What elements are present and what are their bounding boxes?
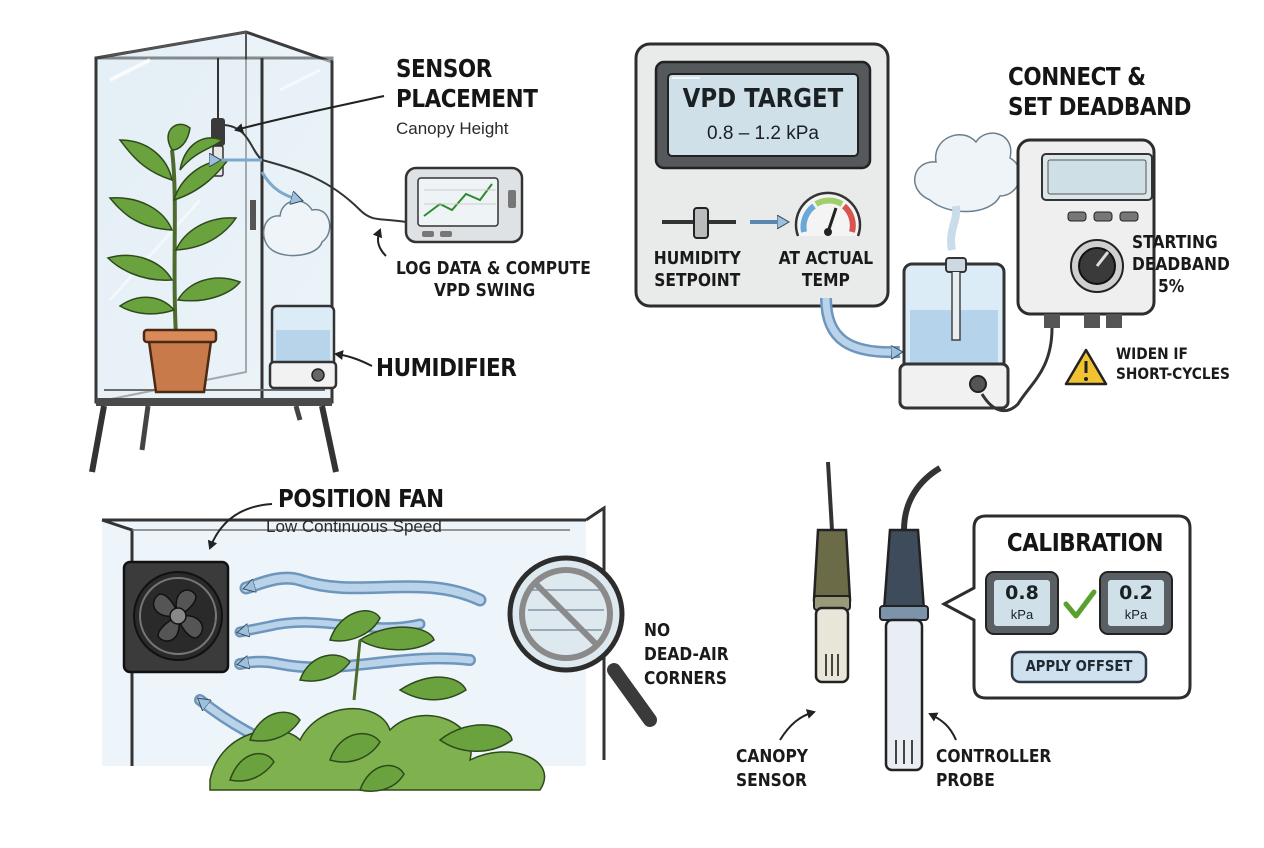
no-dead-air-icon xyxy=(507,555,657,727)
dead-air-line-3: CORNERS xyxy=(644,668,728,689)
foliage-stem xyxy=(352,639,362,701)
warning-line-1: WIDEN IF xyxy=(1116,344,1188,363)
calibration-right-unit: kPa xyxy=(1124,607,1148,622)
log-callout-arrow xyxy=(372,228,387,257)
controller-probe-icon xyxy=(879,465,942,772)
warning-line-2: SHORT-CYCLES xyxy=(1116,364,1230,383)
canopy-sensor-line-1: CANOPY xyxy=(736,746,809,767)
actual-temp-line-2: TEMP xyxy=(801,270,850,291)
connect-title-1: CONNECT & xyxy=(1008,62,1146,91)
apply-offset-button[interactable]: APPLY OFFSET xyxy=(1025,657,1133,675)
vpd-controller-panel xyxy=(634,42,890,308)
deadband-line-1: STARTING xyxy=(1132,232,1218,253)
vpd-target-title: VPD TARGET xyxy=(682,84,844,114)
canopy-callout-arrow xyxy=(779,709,816,741)
humidifier-label: HUMIDIFIER xyxy=(376,353,517,382)
calibration-card xyxy=(940,514,1192,700)
foliage-icon xyxy=(209,610,546,792)
calibration-left-unit: kPa xyxy=(1010,607,1034,622)
cabinet-humidifier-icon xyxy=(262,200,338,390)
dead-air-line-1: NO xyxy=(644,620,671,641)
deadband-controller-icon xyxy=(980,138,1156,413)
check-icon xyxy=(1063,589,1097,619)
sensor-placement-title-1: SENSOR xyxy=(396,54,492,83)
controller-probe-line-1: CONTROLLER xyxy=(936,746,1052,767)
potted-plant-icon xyxy=(106,123,242,394)
humidifier-large-icon xyxy=(898,132,1021,410)
controller-probe-line-2: PROBE xyxy=(936,770,995,791)
vpd-target-range: 0.8 – 1.2 kPa xyxy=(707,123,819,144)
canopy-sensor-line-2: SENSOR xyxy=(736,770,807,791)
data-logger-icon xyxy=(261,159,524,244)
deadband-value: 5% xyxy=(1158,276,1185,297)
canopy-sensor-icon xyxy=(812,461,852,684)
fan-icon xyxy=(122,560,230,674)
sensor-placement-title-2: PLACEMENT xyxy=(396,84,538,113)
sensor-placement-subtitle: Canopy Height xyxy=(396,119,509,138)
humidity-setpoint-line-1: HUMIDITY xyxy=(653,248,741,269)
deadband-line-2: DEADBAND xyxy=(1132,254,1230,275)
humidifier-callout-arrow xyxy=(334,350,373,367)
warning-icon xyxy=(1064,348,1108,386)
probe-callout-arrow xyxy=(928,712,957,741)
actual-temp-line-1: AT ACTUAL xyxy=(778,248,874,269)
calibration-left-value: 0.8 xyxy=(1005,582,1039,604)
sensor-callout-arrow xyxy=(234,95,385,133)
humidity-setpoint-line-2: SETPOINT xyxy=(654,270,741,291)
calibration-right-value: 0.2 xyxy=(1119,582,1153,604)
dead-air-line-2: DEAD-AIR xyxy=(644,644,729,665)
fan-callout-arrow xyxy=(207,503,273,550)
log-data-line-1: LOG DATA & COMPUTE xyxy=(396,258,591,279)
position-fan-title: POSITION FAN xyxy=(278,484,444,513)
connect-title-2: SET DEADBAND xyxy=(1008,92,1192,121)
air-arrow-2 xyxy=(260,171,300,200)
position-fan-subtitle: Low Continuous Speed xyxy=(266,517,442,536)
log-data-line-2: VPD SWING xyxy=(434,280,536,301)
calibration-title: CALIBRATION xyxy=(1006,528,1164,557)
